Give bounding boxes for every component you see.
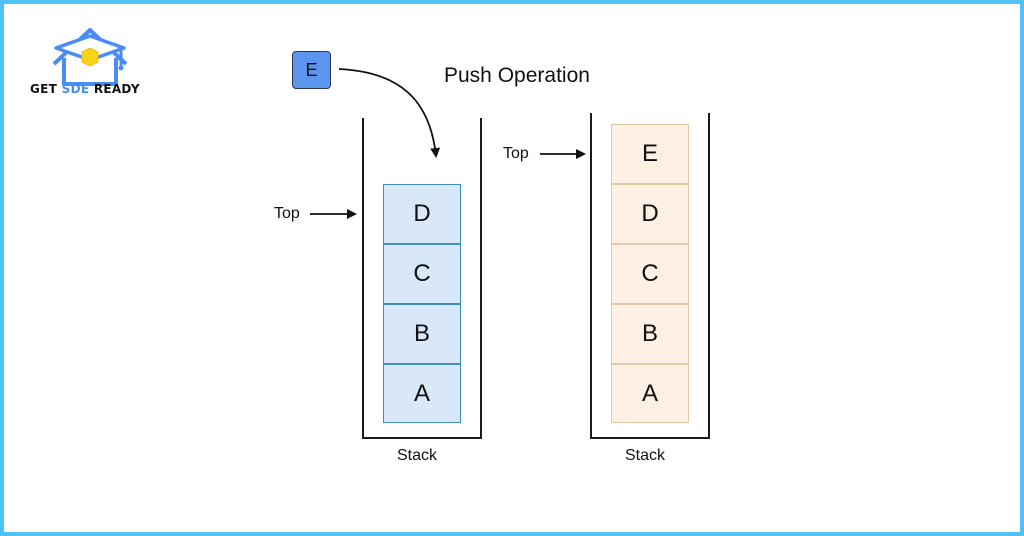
left-stack-cell: B [383,304,461,364]
right-top-label: Top [503,145,529,162]
right-stack-cell: E [611,124,689,184]
right-stack-cell: C [611,244,689,304]
diagram-title: Push Operation [444,64,590,87]
push-arrow [338,68,441,158]
right-stack-cell: A [611,364,689,423]
left-stack-cell: A [383,364,461,423]
left-stack-label: Stack [397,447,438,464]
right-stack-cell: D [611,184,689,244]
left-top-label: Top [274,205,300,222]
incoming-element: E [292,51,331,89]
left-stack-cell: D [383,184,461,244]
logo-icon [52,28,128,86]
right-stack-label: Stack [625,447,666,464]
logo-text: GET SDE READY [30,82,140,96]
left-stack-cell: C [383,244,461,304]
right-stack-cell: B [611,304,689,364]
